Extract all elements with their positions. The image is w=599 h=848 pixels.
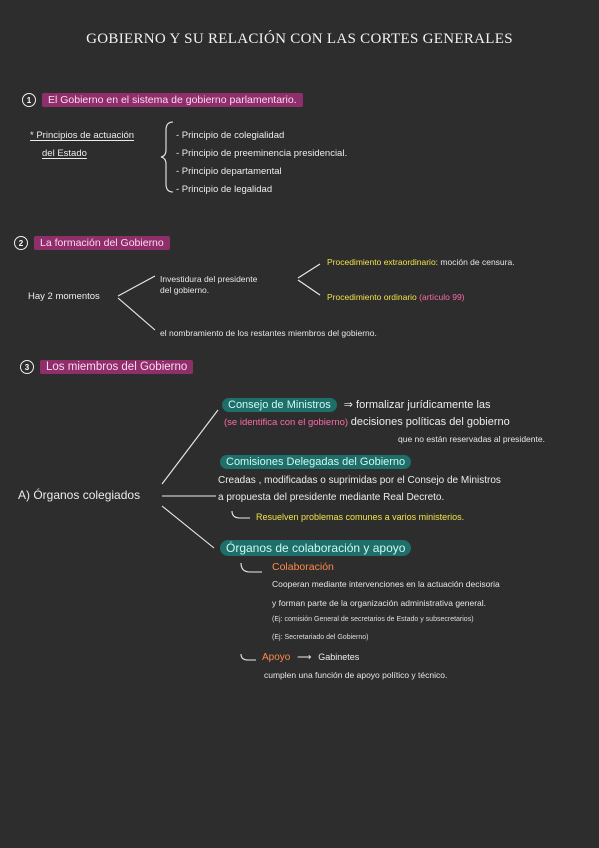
commissions-text1: Creadas , modificadas o suprimidas por e…: [218, 475, 501, 486]
section3-heading: Los miembros del Gobierno: [40, 360, 194, 374]
council-text2: decisiones políticas del gobierno: [350, 416, 510, 428]
collab-text1: Cooperan mediante intervenciones en la a…: [272, 579, 500, 589]
brace-principles: [160, 121, 174, 193]
commissions-heading: Comisiones Delegadas del Gobierno: [220, 455, 412, 469]
section1-header: 1 El Gobierno en el sistema de gobierno …: [22, 93, 303, 107]
section1-number: 1: [22, 93, 36, 107]
collab-heading: Órganos de colaboración y apoyo: [220, 540, 412, 556]
commissions-row: Comisiones Delegadas del Gobierno: [220, 455, 412, 469]
collab-label: Colaboración: [272, 561, 334, 573]
commissions-text2: a propuesta del presidente mediante Real…: [218, 492, 445, 503]
council-text3: que no están reservadas al presidente.: [398, 434, 545, 444]
page-title: GOBIERNO Y SU RELACIÓN CON LAS CORTES GE…: [86, 31, 513, 47]
hook-support: [240, 653, 256, 661]
council-text: ⇒ formalizar jurídicamente las: [343, 399, 491, 411]
section3-header: 3 Los miembros del Gobierno: [20, 360, 194, 374]
investiture-line1: Investidura del presidente: [160, 274, 258, 284]
arrow-to-council: [161, 409, 219, 485]
section1-heading: El Gobierno en el sistema de gobierno pa…: [42, 93, 303, 107]
commissions-arrow-text: Resuelven problemas comunes a varios min…: [256, 512, 465, 522]
arrow-to-collab: [161, 505, 215, 549]
section3-number: 3: [20, 360, 34, 374]
council-row2: (se identifica con el gobierno) decision…: [224, 416, 510, 428]
council-heading: Consejo de Ministros: [222, 398, 337, 412]
section2-number: 2: [14, 236, 28, 250]
support-target: Gabinetes: [318, 652, 360, 662]
support-row: Apoyo ⟶ Gabinetes: [262, 652, 359, 663]
arrow-to-investiture: [117, 275, 156, 297]
ordinary-procedure: Procedimiento ordinario (artículo 99): [327, 292, 465, 302]
principles-label-line2: del Estado: [42, 148, 87, 159]
moments-label: Hay 2 momentos: [28, 291, 100, 302]
principle-item: - Principio departamental: [176, 166, 282, 177]
section2-heading: La formación del Gobierno: [34, 236, 170, 250]
principle-item: - Principio de colegialidad: [176, 130, 285, 141]
section2-header: 2 La formación del Gobierno: [14, 236, 170, 250]
support-label: Apoyo: [262, 652, 291, 663]
extraordinary-procedure: Procedimiento extraordinario: moción de …: [327, 257, 515, 267]
collab-row: Órganos de colaboración y apoyo: [220, 540, 412, 556]
extraordinary-label: Procedimiento extraordinario: [327, 257, 436, 267]
arrow-to-appointment: [117, 297, 156, 331]
collab-text2: y forman parte de la organización admini…: [272, 598, 487, 608]
council-row: Consejo de Ministros ⇒ formalizar jurídi…: [222, 398, 491, 412]
principle-item: - Principio de legalidad: [176, 184, 273, 195]
appointment-text: el nombramiento de los restantes miembro…: [160, 328, 377, 338]
ordinary-detail: (artículo 99): [419, 292, 465, 302]
council-note: (se identifica con el gobierno): [224, 417, 349, 428]
collab-example2: (Ej: Secretariado del Gobierno): [272, 634, 369, 641]
hook-commissions: [231, 510, 250, 519]
ordinary-label: Procedimiento ordinario: [327, 292, 417, 302]
arrow-to-extraordinary: [297, 263, 321, 279]
support-arrow-icon: ⟶: [297, 652, 312, 663]
principles-label-line1: * Principios de actuación: [30, 130, 135, 141]
principle-item: - Principio de preeminencia presidencial…: [176, 148, 348, 159]
organs-label: A) Órganos colegiados: [18, 488, 141, 502]
extraordinary-detail: : moción de censura.: [435, 257, 515, 267]
arrow-to-ordinary: [297, 279, 321, 296]
support-text: cumplen una función de apoyo político y …: [264, 670, 448, 680]
investiture-line2: del gobierno.: [160, 285, 210, 295]
collab-example1: (Ej: comisión General de secretarios de …: [272, 616, 474, 623]
hook-collab: [240, 562, 262, 573]
